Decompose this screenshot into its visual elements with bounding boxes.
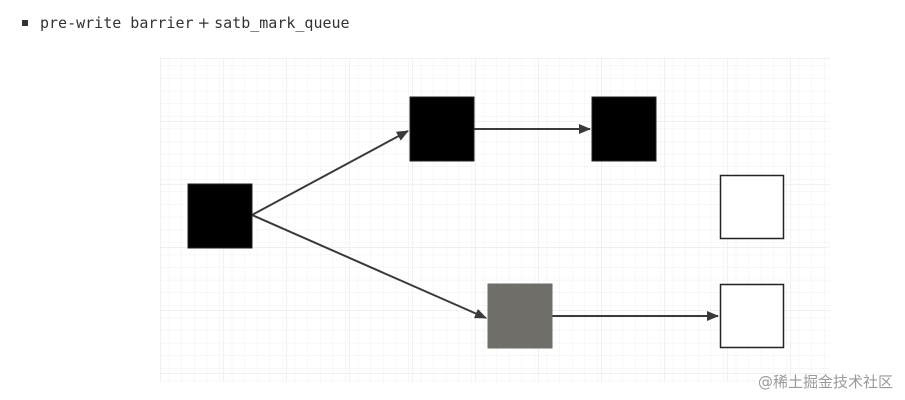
bullet-left-text: pre-write barrier [40, 14, 194, 32]
node-white-isolated [719, 174, 785, 240]
node-right-black [591, 96, 657, 162]
bullet-right-text: satb_mark_queue [214, 14, 350, 32]
bullet-item: pre-write barrier + satb_mark_queue [22, 10, 350, 36]
node-gray [487, 283, 553, 349]
bullet-separator: + [197, 14, 211, 32]
node-root-black [187, 183, 253, 249]
bullet-marker [22, 20, 28, 26]
watermark-text: @稀土掘金技术社区 [757, 373, 893, 391]
node-top-black [409, 96, 475, 162]
node-white-target [719, 283, 785, 349]
edge-root-to-gray [251, 214, 487, 319]
edge-root-to-top [251, 130, 409, 216]
